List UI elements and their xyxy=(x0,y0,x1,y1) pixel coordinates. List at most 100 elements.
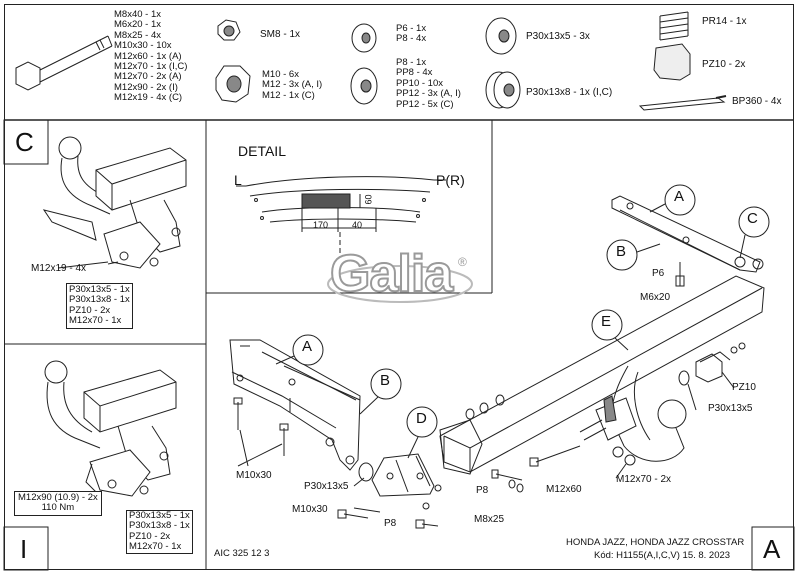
detail-right-label: P(R) xyxy=(436,172,465,188)
panel-i-bolt-box: M12x90 (10.9) - 2x 110 Nm xyxy=(14,491,102,516)
bolt-line: M8x25 - 4x xyxy=(114,29,161,41)
spacer1-label: P30x13x5 - 3x xyxy=(526,31,590,42)
pad-icon xyxy=(653,43,691,81)
label-m6x20: M6x20 xyxy=(640,292,671,303)
part-line: M12x70 - 1x xyxy=(129,541,182,553)
label-m10x30-bottom: M10x30 xyxy=(292,504,328,515)
detail-left-label: L xyxy=(234,172,242,188)
part-line: PZ10 - 2x xyxy=(69,304,111,316)
bolt-line: M12x19 - 4x (C) xyxy=(114,92,183,104)
bolt-line: M6x20 - 1x xyxy=(114,19,161,31)
panel-c-bolt-label: M12x19 - 4x xyxy=(31,263,87,274)
nut-large-icon xyxy=(215,65,251,103)
logo-registered-mark: ® xyxy=(458,255,467,269)
panel-i-hitch xyxy=(44,360,177,497)
panel-i-letter: I xyxy=(20,534,28,564)
detail-title: DETAIL xyxy=(238,143,286,159)
part-line: P30x13x5 - 1x xyxy=(69,284,130,295)
washer-line: P8 - 1x xyxy=(396,57,427,68)
callout-e: E xyxy=(601,313,612,330)
drawing-sheet xyxy=(4,4,794,570)
part-line: P30x13x8 - 1x xyxy=(129,520,190,532)
nut1-label: SM8 - 1x xyxy=(260,29,301,40)
washer2-label: P8 - 1x PP8 - 4x PP10 - 10x PP12 - 3x (A… xyxy=(396,57,461,110)
washer-line: P6 - 1x xyxy=(396,23,427,34)
right-pads xyxy=(678,342,746,386)
callout-a-right: A xyxy=(674,188,685,205)
spring-icon xyxy=(659,11,689,41)
label-p8-bottom: P8 xyxy=(384,518,397,529)
panel-c-hitch xyxy=(42,136,187,269)
callout-c: C xyxy=(747,210,758,227)
spacer-thin-icon xyxy=(485,17,517,55)
callout-d: D xyxy=(416,410,427,427)
nut2-label: M10 - 6x M12 - 3x (A, I) M12 - 1x (C) xyxy=(262,69,323,101)
left-side-bracket xyxy=(229,339,361,471)
bolt-spec: M12x90 (10.9) - 2x xyxy=(18,492,98,503)
label-p30-right: P30x13x5 xyxy=(708,403,753,414)
bolt-line: M12x70 - 1x (I,C) xyxy=(114,61,188,73)
bolt-list: M8x40 - 1x M6x20 - 1x M8x25 - 4x M10x30 … xyxy=(114,9,188,104)
leader-lines xyxy=(57,203,746,487)
galia-logo: Galia xyxy=(329,245,454,303)
washer-line: P8 - 4x xyxy=(396,33,427,45)
nut-line: M12 - 3x (A, I) xyxy=(262,79,323,91)
drawing-code: AIC 325 12 3 xyxy=(214,548,270,559)
vehicle-model: HONDA JAZZ, HONDA JAZZ CROSSTAR xyxy=(566,537,745,548)
bolt-line: M12x60 - 1x (A) xyxy=(114,50,182,62)
main-cross-beam xyxy=(439,275,765,475)
bolt-line: M12x90 - 2x (I) xyxy=(114,81,178,93)
detail-dim-40: 40 xyxy=(352,220,363,230)
bolt-icon xyxy=(15,35,113,91)
washer-line: PP8 - 4x xyxy=(396,67,433,79)
spacer2-label: P30x13x8 - 1x (I,C) xyxy=(526,87,613,98)
right-side-bracket xyxy=(611,195,764,287)
pad-label: PZ10 - 2x xyxy=(702,59,746,70)
logo-swoosh xyxy=(327,265,473,303)
label-p6: P6 xyxy=(652,268,665,279)
detail-section xyxy=(236,176,446,266)
part-line: M12x70 - 1x xyxy=(69,315,122,327)
product-code-date: Kód: H1155(A,I,C,V) 15. 8. 2023 xyxy=(594,550,731,561)
bolt-line: M8x40 - 1x xyxy=(114,9,161,20)
label-m10x30-top: M10x30 xyxy=(236,470,272,481)
torque-spec: 110 Nm xyxy=(41,502,75,514)
bolt-line: M12x70 - 2x (A) xyxy=(114,71,182,83)
detail-dim-60: 60 xyxy=(363,194,374,205)
nut-line: M10 - 6x xyxy=(262,69,299,80)
bolt-line: M10x30 - 10x xyxy=(114,40,172,52)
label-m8x25: M8x25 xyxy=(474,514,505,525)
callout-b-left: B xyxy=(380,372,391,389)
panel-c-letter: C xyxy=(15,127,34,157)
spring-label: PR14 - 1x xyxy=(702,16,747,27)
label-p30-left: P30x13x5 xyxy=(304,481,349,492)
callout-b-right: B xyxy=(616,243,627,260)
label-pz10: PZ10 xyxy=(732,382,756,393)
nut-small-icon xyxy=(217,19,241,41)
part-line: P30x13x8 - 1x xyxy=(69,294,130,306)
washer-line: PP12 - 3x (A, I) xyxy=(396,88,461,100)
washer-line: PP12 - 5x (C) xyxy=(396,98,454,110)
panel-i-parts-box: P30x13x5 - 1x P30x13x8 - 1x PZ10 - 2x M1… xyxy=(126,510,193,554)
part-line: PZ10 - 2x xyxy=(129,530,171,542)
nut-line: M12 - 1x (C) xyxy=(262,89,315,101)
detail-dim-170: 170 xyxy=(313,220,329,230)
label-m12x60: M12x60 xyxy=(546,484,582,495)
beam-washers xyxy=(465,394,524,493)
cable-tie-icon xyxy=(638,95,727,111)
washer1-label: P6 - 1x P8 - 4x xyxy=(396,23,427,45)
spacer-thick-icon xyxy=(485,71,521,109)
bottom-bolts xyxy=(337,445,581,529)
part-line: P30x13x5 - 1x xyxy=(129,510,190,521)
sheet-letter: A xyxy=(763,534,781,564)
tie-label: BP360 - 4x xyxy=(732,96,782,107)
panel-c-parts-box: P30x13x5 - 1x P30x13x8 - 1x PZ10 - 2x M1… xyxy=(66,283,133,329)
tow-ball-assembly xyxy=(579,365,687,466)
callout-a-left: A xyxy=(302,338,313,355)
label-m12x70: M12x70 - 2x xyxy=(616,474,672,485)
washer-line: PP10 - 10x xyxy=(396,77,443,89)
washer-large-icon xyxy=(350,67,378,105)
label-p8-mid: P8 xyxy=(476,485,489,496)
bracket-d xyxy=(358,453,442,510)
